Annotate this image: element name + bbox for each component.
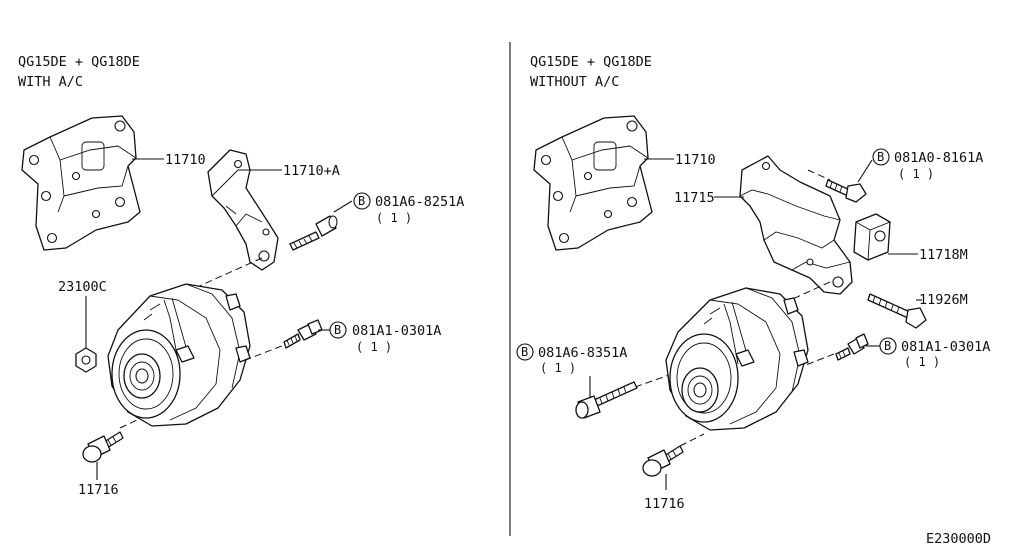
right-bolt-top-b-text: B — [877, 150, 884, 164]
left-label-bolt-c: 11716 — [78, 482, 119, 498]
diagram-code: E230000D — [926, 531, 991, 545]
right-bolt-c — [642, 445, 684, 477]
left-label-bolt-b-qty: ( 1 ) — [356, 340, 392, 354]
right-bolt-a-b-symbol — [516, 343, 534, 361]
left-bolt-b — [283, 319, 323, 349]
left-label-nut: 23100C — [58, 279, 107, 295]
right-bolt-b — [835, 333, 869, 361]
right-mounting-bracket — [533, 115, 653, 251]
left-bolt-b-b-symbol — [329, 321, 347, 339]
right-label-bolt-b: 081A1-0301A — [901, 339, 990, 355]
right-label-bolt-a: 081A6-8351A — [538, 345, 627, 361]
left-label-bolt-b: 081A1-0301A — [352, 323, 441, 339]
right-label-bracket: 11710 — [675, 152, 716, 168]
left-bolt-a — [289, 215, 338, 251]
right-bolt-b-b-text: B — [884, 339, 891, 353]
left-nut — [75, 347, 97, 373]
right-bolt-a-b-text: B — [521, 345, 528, 359]
left-bolt-c — [82, 431, 124, 463]
left-bolt-a-b-symbol — [353, 192, 371, 210]
right-heading-engine: QG15DE + QG18DE — [530, 54, 652, 70]
right-bolt-top-b-symbol — [872, 148, 890, 166]
left-label-bracket-plus: 11710+A — [283, 163, 340, 179]
right-label-bolt-top-qty: ( 1 ) — [898, 167, 934, 181]
right-label-bolt-c: 11716 — [644, 496, 685, 512]
left-a-bracket — [207, 149, 279, 271]
right-label-adjust-bar: 11715 — [674, 190, 715, 206]
left-label-bolt-a-qty: ( 1 ) — [376, 211, 412, 225]
right-spacer — [853, 213, 891, 261]
right-panel: QG15DE + QG18DE WITHOUT A/C 11710 — [516, 54, 990, 512]
left-panel: QG15DE + QG18DE WITH A/C 11710 — [18, 54, 464, 498]
right-label-bolt-top: 081A0-8161A — [894, 150, 983, 166]
left-label-bolt-a: 081A6-8251A — [375, 194, 464, 210]
right-bolt-b-b-symbol — [879, 337, 897, 355]
right-label-bolt-a-qty: ( 1 ) — [540, 361, 576, 375]
left-heading-ac: WITH A/C — [18, 74, 83, 90]
left-bolt-a-b-text: B — [358, 194, 365, 208]
right-heading-ac: WITHOUT A/C — [530, 74, 619, 90]
right-bolt-long — [867, 293, 927, 329]
right-bolt-a — [575, 381, 638, 419]
left-bolt-b-b-text: B — [334, 323, 341, 337]
right-alternator — [665, 287, 809, 431]
right-label-bolt-b-qty: ( 1 ) — [904, 355, 940, 369]
right-label-bolt-long: 11926M — [919, 292, 968, 308]
left-mounting-bracket — [21, 115, 141, 251]
right-label-spacer: 11718M — [919, 247, 968, 263]
left-alternator — [107, 283, 251, 427]
left-heading-engine: QG15DE + QG18DE — [18, 54, 140, 70]
right-bolt-top — [825, 179, 867, 203]
left-label-bracket: 11710 — [165, 152, 206, 168]
right-adjust-bar — [739, 155, 853, 295]
